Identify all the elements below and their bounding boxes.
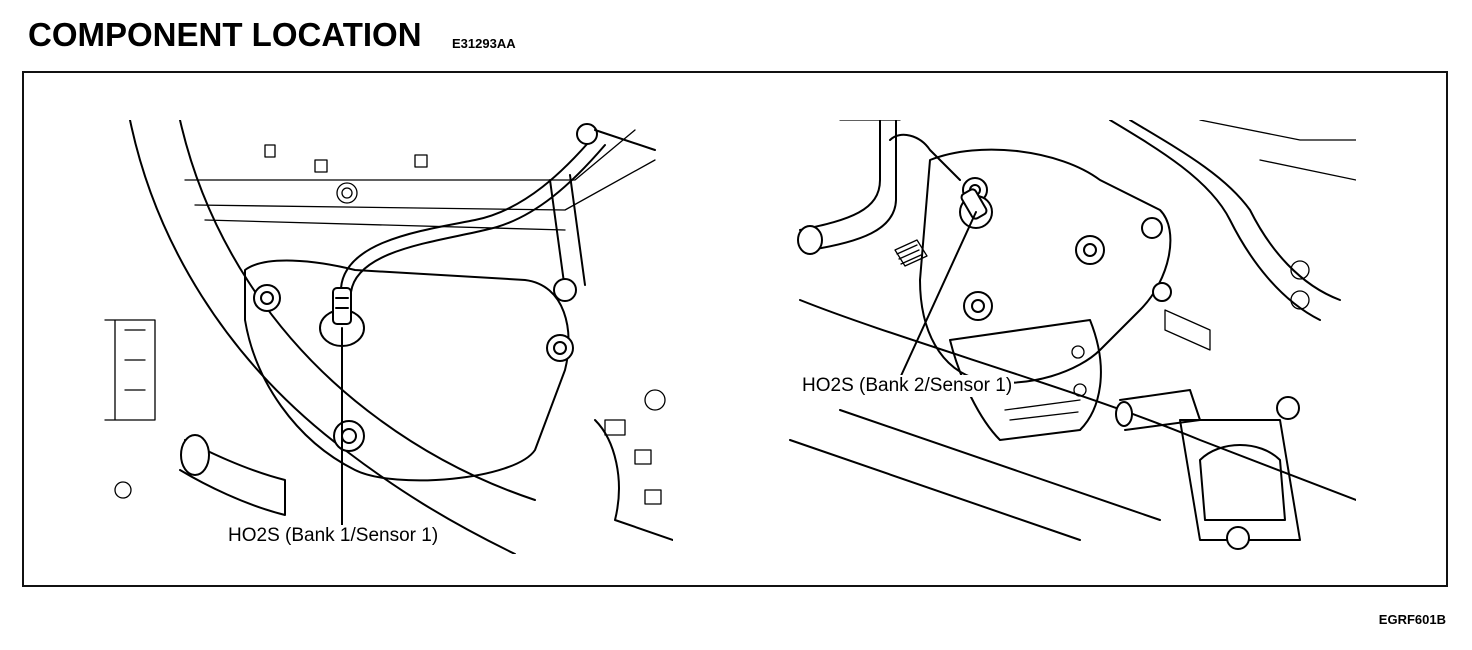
document-code: E31293AA — [452, 36, 516, 51]
page-title: COMPONENT LOCATION — [28, 16, 422, 53]
callout-bank2-sensor1: HO2S (Bank 2/Sensor 1) — [800, 375, 1015, 397]
engine-illustration-bank1 — [104, 120, 673, 554]
figure-code: EGRF601B — [1378, 612, 1446, 627]
engine-illustration-bank2 — [789, 120, 1356, 550]
diagram-frame — [22, 71, 1448, 587]
callout-bank1-sensor1: HO2S (Bank 1/Sensor 1) — [226, 525, 441, 547]
